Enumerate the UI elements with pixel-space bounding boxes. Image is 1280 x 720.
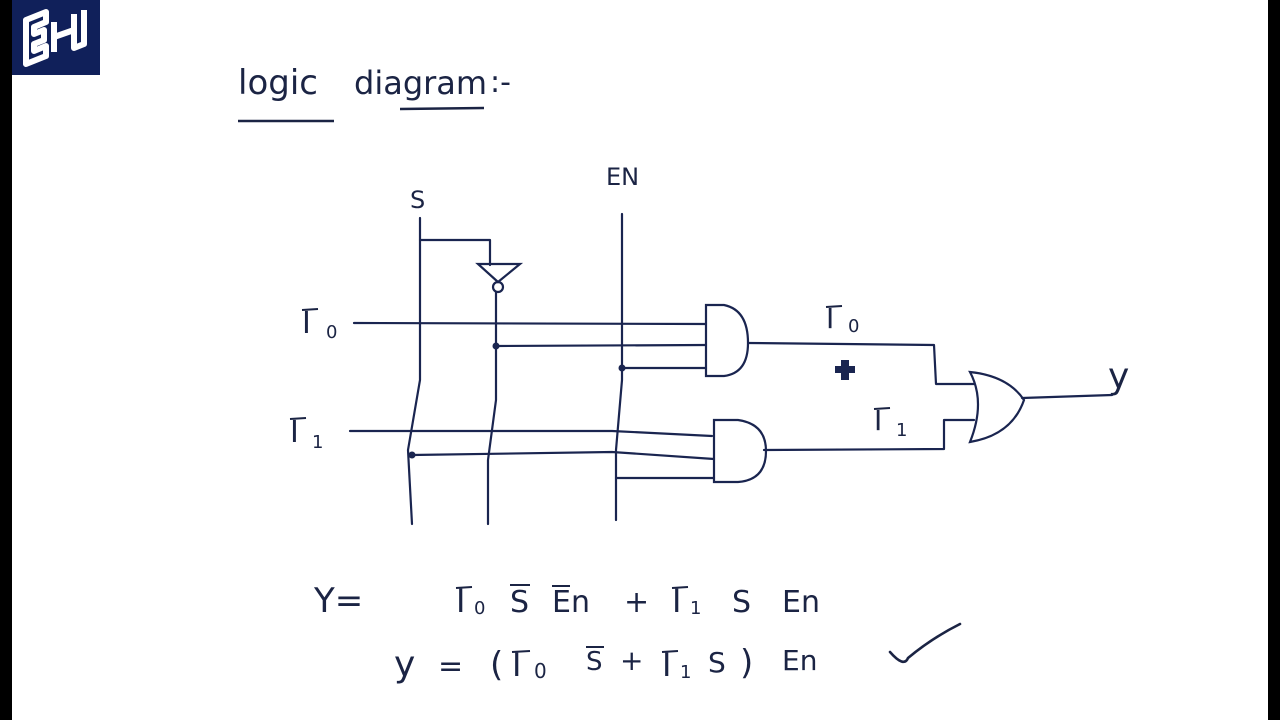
- eq1-term-en: En: [552, 585, 590, 620]
- eq2-term-s-bar: S: [586, 647, 603, 677]
- label-input-i1: I 1: [289, 415, 323, 453]
- eq1-term-i1-topbar: [671, 586, 689, 589]
- wire-s-to-not: [418, 238, 492, 267]
- and-gate-1: [704, 303, 750, 378]
- eq1-term-i0-sub: 0: [474, 598, 485, 619]
- label-and1-out-topbar: [825, 305, 843, 308]
- label-and1-out-letter: I: [826, 302, 834, 335]
- eq2-lhs: y: [394, 644, 415, 685]
- wire-select-s-rail: [406, 216, 422, 526]
- wire-or-output: [1020, 393, 1114, 400]
- label-i1-subscript: 1: [312, 432, 323, 453]
- eq1-term-i1-sub: 1: [690, 598, 701, 619]
- heading-word-logic: logic: [238, 63, 318, 103]
- label-input-i0: I 0: [301, 306, 337, 343]
- and-gate-2: [712, 418, 768, 484]
- equation-1: Y= I 0 S En + I 1 S En: [313, 581, 820, 621]
- wire-i0-input: [352, 321, 708, 326]
- or-gate: [968, 370, 1026, 444]
- wire-s-not-rail: [486, 290, 498, 526]
- label-select-s: S: [410, 186, 425, 214]
- eq2-open-paren: (: [490, 645, 503, 685]
- heading-underline-diagram: [399, 106, 485, 111]
- not-gate: [475, 262, 524, 294]
- eq2-term-i1-topbar: [661, 650, 679, 653]
- eq1-term-i0-topbar: [455, 586, 473, 589]
- eq2-term-en: En: [782, 644, 817, 677]
- eq2-term-i1: I: [662, 646, 671, 684]
- equation-2: y = ( I 0 S + I 1 S ) En: [394, 643, 817, 685]
- label-i1-letter: I: [290, 415, 299, 450]
- label-and2-out-topbar: [873, 407, 891, 410]
- label-i0-letter: I: [302, 306, 311, 341]
- junction-dot: [492, 342, 500, 350]
- eq2-term-i0-topbar: [511, 650, 531, 653]
- wire-s-to-and2: [410, 450, 716, 461]
- label-i0-subscript: 0: [326, 322, 337, 343]
- label-and2-output: I 1: [873, 404, 907, 441]
- wire-enable-rail: [614, 212, 624, 522]
- label-i1-topbar: [289, 417, 307, 420]
- junction-dot: [618, 364, 626, 372]
- label-and1-out-subscript: 0: [848, 316, 859, 337]
- eq1-lhs: Y=: [313, 581, 363, 621]
- label-output-y: y: [1108, 356, 1129, 397]
- eq2-term-i1-sub: 1: [680, 662, 691, 683]
- logic-diagram-canvas: logic diagram :- S EN I 0 I 1 I 0 I 1: [238, 63, 1129, 685]
- wire-and2-to-or: [762, 418, 976, 452]
- check-mark-icon: [888, 622, 962, 664]
- move-cursor-icon: [835, 360, 855, 380]
- eq1-term-s: S: [732, 585, 751, 620]
- label-and2-out-letter: I: [874, 404, 882, 437]
- wire-snot-to-and1: [494, 343, 708, 348]
- eq2-close-paren: ): [740, 643, 753, 683]
- wire-i1-input: [348, 429, 714, 438]
- heading-suffix: :-: [490, 65, 511, 100]
- eq2-plus: +: [620, 644, 643, 677]
- label-and1-output: I 0: [825, 302, 859, 337]
- eq1-plus: +: [624, 585, 649, 620]
- heading-word-diagram: diagram: [354, 64, 487, 102]
- eq1-term-i1: I: [672, 582, 681, 620]
- brand-logo-icon: [12, 0, 100, 75]
- label-and2-out-subscript: 1: [896, 420, 907, 441]
- eq2-equals: =: [438, 649, 463, 684]
- wire-and1-to-or: [746, 341, 976, 386]
- eq1-term-s-bar: S: [510, 585, 529, 620]
- label-i0-topbar: [301, 308, 319, 311]
- eq1-term-i0: I: [456, 582, 465, 620]
- junction-dot: [408, 451, 416, 459]
- label-enable-en: EN: [606, 163, 639, 191]
- heading: logic diagram :-: [238, 63, 511, 123]
- eq2-term-s: S: [708, 646, 726, 679]
- eq2-term-i0-sub: 0: [534, 659, 547, 683]
- eq2-term-i0: I: [512, 646, 521, 684]
- eq1-term-en2: En: [782, 585, 820, 620]
- whiteboard-page: logic diagram :- S EN I 0 I 1 I 0 I 1: [12, 0, 1268, 720]
